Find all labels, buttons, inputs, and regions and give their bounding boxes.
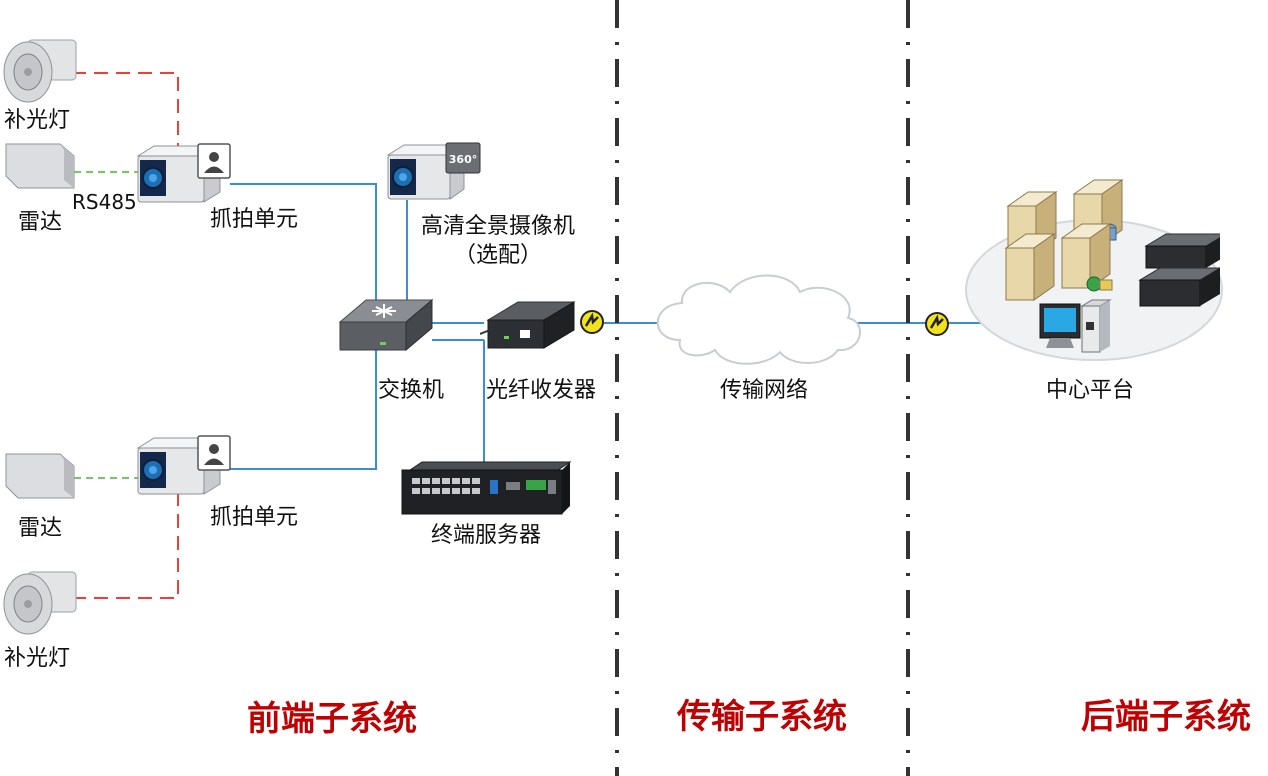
fill-light-top-line — [72, 72, 179, 152]
fill-light-bottom-line — [72, 492, 179, 599]
front-subsystem-title: 前端子系统 — [247, 699, 417, 739]
fill-light-label-bottom: 补光灯 — [4, 646, 71, 671]
capture-bottom-to-switch — [230, 348, 377, 470]
hd-camera-label: 高清全景摄像机 — [420, 214, 576, 239]
fiber-connector-icon-right — [925, 312, 949, 336]
back-subsystem-title: 后端子系统 — [1081, 697, 1251, 737]
fill-light-icon — [3, 571, 77, 635]
capture-top-to-switch — [230, 183, 377, 306]
panoramic-camera-icon: 360° — [386, 142, 481, 200]
radar-icon — [5, 143, 75, 189]
radar-icon — [5, 453, 75, 499]
rs485-label: RS485 — [72, 190, 137, 214]
fiber-transceiver-icon — [480, 301, 576, 349]
switch-icon — [338, 298, 434, 352]
radar-label-bottom: 雷达 — [18, 516, 63, 541]
fill-light-icon — [3, 39, 77, 103]
capture-unit-label-bottom: 抓拍单元 — [210, 505, 299, 530]
radar-label-top: 雷达 — [18, 210, 63, 235]
camera-badge-text: 360° — [449, 153, 477, 166]
transmission-subsystem-title: 传输子系统 — [677, 697, 847, 737]
fiber-connector-icon-left — [580, 310, 604, 334]
fill-light-label-top: 补光灯 — [4, 108, 71, 133]
capture-unit-icon — [136, 143, 231, 203]
hd-camera-optional-label: （选配） — [453, 243, 543, 268]
capture-unit-label-top: 抓拍单元 — [210, 207, 299, 232]
server-cluster-icon — [1004, 179, 1220, 353]
cloud-icon — [656, 274, 861, 365]
switch-label: 交换机 — [378, 378, 445, 403]
fiber-transceiver-label: 光纤收发器 — [486, 378, 597, 403]
transmission-network-label: 传输网络 — [719, 378, 809, 403]
terminal-server-label: 终端服务器 — [430, 523, 542, 548]
capture-unit-icon — [136, 435, 231, 495]
center-platform-label: 中心平台 — [1045, 378, 1135, 403]
terminal-server-icon — [401, 461, 572, 515]
